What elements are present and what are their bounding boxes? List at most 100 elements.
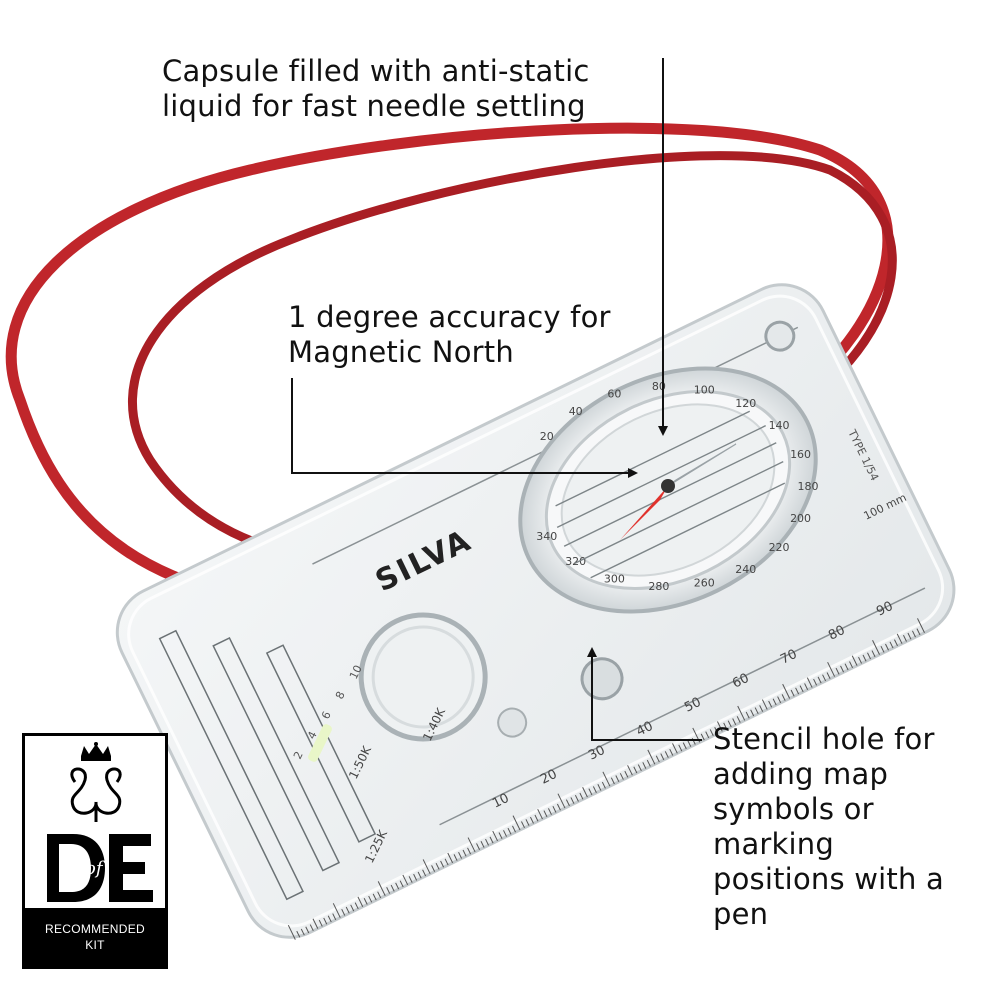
ruler-tick <box>296 930 301 938</box>
callout-accuracy: 1 degree accuracy for Magnetic North <box>288 300 611 369</box>
ruler-tick <box>871 650 876 658</box>
ruler-tick <box>885 643 889 651</box>
crown-icon <box>81 742 111 761</box>
bezel-number: 60 <box>607 388 621 401</box>
ruler-tick <box>570 797 575 804</box>
ruler-number: 30 <box>586 743 607 764</box>
ruler-tick <box>840 665 845 673</box>
ruler-tick <box>305 926 310 934</box>
ruler-number: 10 <box>490 791 511 812</box>
ruler-tick <box>672 743 678 754</box>
ruler-tick <box>574 794 579 802</box>
ruler-tick <box>402 874 409 886</box>
ruler-tick <box>827 661 836 677</box>
ruler-tick <box>512 825 516 833</box>
bezel-number: 320 <box>565 555 586 568</box>
ruler-tick <box>422 859 431 875</box>
ruler-tick <box>537 808 543 820</box>
ruler-tick <box>588 788 593 796</box>
ruler-tick <box>485 838 490 846</box>
ruler-tick <box>422 869 427 877</box>
ruler-tick <box>287 924 296 940</box>
ruler-tick <box>678 744 683 752</box>
ruler-tick <box>615 775 620 783</box>
ruler-tick <box>790 689 795 697</box>
ruler-tick <box>851 655 858 666</box>
ruler-tick <box>907 632 912 640</box>
lanyard-strand <box>128 151 897 565</box>
ruler-tick <box>700 733 705 741</box>
ruler-tick <box>345 906 350 914</box>
ruler-tick <box>745 711 750 719</box>
ruler-tick <box>363 898 368 905</box>
ruler-tick <box>777 696 782 704</box>
lanyard <box>5 122 894 616</box>
ruler-tick <box>682 742 687 750</box>
ruler-tick <box>525 819 530 826</box>
ruler-number: 20 <box>538 767 559 788</box>
ruler-tick <box>602 771 611 787</box>
ruler-tick <box>889 641 894 649</box>
ruler-tick <box>867 652 872 660</box>
ruler-tick <box>772 698 777 706</box>
ruler-tick <box>357 896 364 907</box>
ruler-tick <box>377 891 382 899</box>
ruler-tick <box>716 721 723 732</box>
ruler-tick <box>341 908 346 916</box>
bezel-number: 100 <box>694 383 715 396</box>
bezel-number: 220 <box>769 541 790 554</box>
ruler-tick <box>447 852 454 864</box>
ruler-tick <box>582 787 588 798</box>
ruler-tick <box>633 766 638 774</box>
ruler-tick <box>687 740 692 747</box>
bezel-number: 280 <box>648 580 669 593</box>
bezel-number: 40 <box>569 405 583 418</box>
ruler-tick <box>480 841 485 848</box>
ruler-tick <box>323 917 328 925</box>
ruler-tick <box>408 876 413 883</box>
ruler-tick <box>817 676 822 684</box>
ruler-tick <box>849 661 854 669</box>
ruler-tick <box>435 862 440 870</box>
ruler-tick <box>467 837 476 853</box>
ruler-tick <box>732 718 737 726</box>
ruler-number: 90 <box>874 599 895 620</box>
ruler-tick <box>332 903 341 918</box>
ruler-tick <box>813 678 818 686</box>
ruler-tick <box>782 683 791 699</box>
ruler-tick <box>534 814 539 822</box>
ruler-tick <box>503 830 508 837</box>
ruler-tick <box>642 762 647 769</box>
ruler-tick <box>709 729 714 736</box>
ruler-tick <box>368 895 373 903</box>
bezel-number: 140 <box>769 419 790 432</box>
bezel-number: 240 <box>735 563 756 576</box>
bezel-number: 200 <box>790 512 811 525</box>
ruler-tick <box>467 847 472 855</box>
ruler-tick <box>399 880 404 888</box>
scale-mark: 8 <box>333 689 348 701</box>
ruler-tick <box>624 770 629 778</box>
needle-pivot <box>661 479 675 493</box>
callout-stencil: Stencil hole for adding map symbols or m… <box>713 722 944 931</box>
ruler-tick <box>512 815 521 831</box>
ruler-tick <box>872 640 881 655</box>
capsule-leader-arrow <box>658 426 668 436</box>
ruler-tick <box>489 836 494 844</box>
dofe-label: RECOMMENDED KIT <box>25 908 165 966</box>
ruler-number: 40 <box>634 719 655 740</box>
ruler-tick <box>826 672 831 679</box>
ruler-tick <box>750 709 755 717</box>
scale-mark: 4 <box>305 729 320 741</box>
ruler-tick <box>386 887 391 894</box>
ruler-tick <box>309 924 314 932</box>
ruler-tick <box>390 884 395 892</box>
ruler-number: 80 <box>826 623 847 644</box>
ruler-tick <box>417 871 422 879</box>
stencil-leader-arrow <box>587 647 597 657</box>
ruler-tick <box>579 792 584 800</box>
ruler-tick <box>627 765 633 776</box>
ruler-tick <box>637 764 642 772</box>
